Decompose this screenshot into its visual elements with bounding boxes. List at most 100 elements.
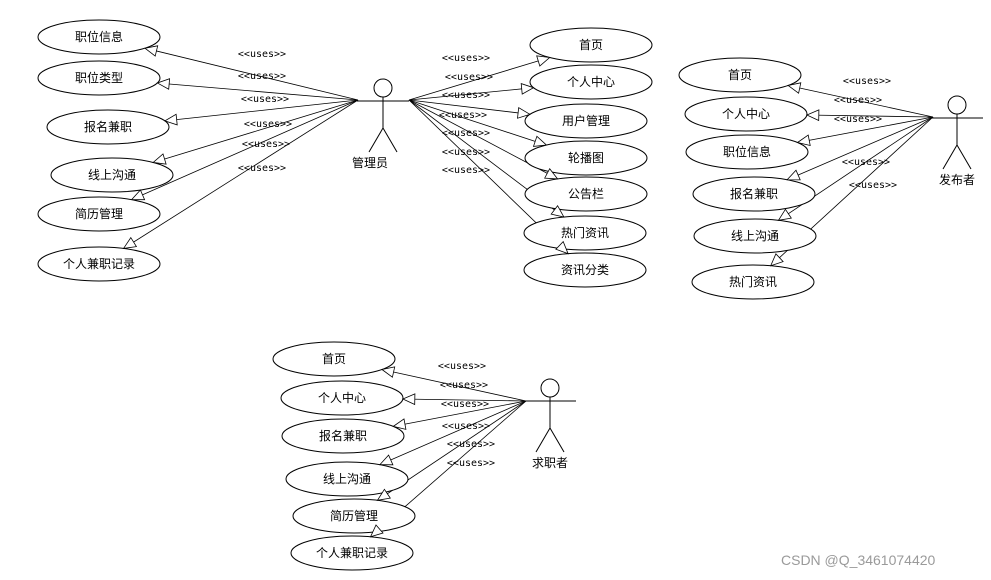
use-case-right-1: 首页 — [529, 27, 653, 63]
use-case-ellipse — [37, 246, 161, 282]
use-case-5: 线上沟通 — [693, 218, 817, 254]
use-case-ellipse — [524, 176, 648, 212]
left-link-6-arrowhead — [369, 524, 384, 538]
right-link-3-uses-label: <<uses>> — [442, 90, 490, 101]
left-link-3-arrowhead — [796, 134, 811, 147]
use-case-label: 线上沟通 — [323, 472, 371, 486]
use-case-label: 职位信息 — [75, 29, 123, 44]
right-link-1-line — [408, 57, 550, 101]
use-case-ellipse — [37, 60, 161, 96]
left-link-1-uses-label: <<uses>> — [238, 49, 286, 60]
right-link-5-uses-label: <<uses>> — [442, 128, 490, 139]
use-case-label: 用户管理 — [562, 113, 610, 128]
use-case-6: 个人兼职记录 — [290, 535, 414, 571]
use-case-ellipse — [37, 196, 161, 232]
use-case-label: 首页 — [579, 38, 603, 52]
left-link-1-line — [144, 47, 359, 101]
left-link-2-uses-label: <<uses>> — [238, 71, 286, 82]
left-link-4-line — [153, 99, 359, 163]
use-case-label: 首页 — [728, 68, 752, 82]
left-link-4-uses-label: <<uses>> — [244, 119, 292, 130]
left-link-1-line — [381, 369, 527, 402]
left-link-4-uses-label: <<uses>> — [442, 421, 490, 432]
use-case-4: 线上沟通 — [50, 157, 174, 193]
left-link-5-uses-label: <<uses>> — [242, 139, 290, 150]
left-link-2-arrowhead — [401, 393, 416, 406]
use-case-ellipse — [281, 418, 405, 454]
use-case-ellipse — [280, 380, 404, 416]
actor-figure — [524, 378, 576, 453]
left-link-5-line — [131, 99, 359, 200]
left-link-2-line — [806, 114, 934, 118]
use-case-right-4: 轮播图 — [524, 140, 648, 176]
use-case-right-6: 热门资讯 — [523, 215, 647, 251]
left-link-1-uses-label: <<uses>> — [438, 361, 486, 372]
diagram-3: <<uses>> <<uses>> <<uses>> <<uses>> <<uses>>… — [272, 341, 576, 571]
right-link-5-arrowhead — [544, 167, 559, 180]
use-case-label: 线上沟通 — [731, 229, 779, 243]
left-link-3-uses-label: <<uses>> — [441, 399, 489, 410]
use-case-label: 个人中心 — [567, 74, 615, 89]
use-case-2: 职位类型 — [37, 60, 161, 96]
actor-head — [947, 95, 967, 115]
left-link-6-uses-label: <<uses>> — [447, 458, 495, 469]
use-case-label: 个人中心 — [722, 106, 770, 121]
use-case-ellipse — [50, 157, 174, 193]
right-link-7-uses-label: <<uses>> — [442, 165, 490, 176]
left-link-1-arrowhead — [144, 45, 159, 57]
left-link-6-arrowhead — [770, 253, 784, 267]
left-link-6-arrowhead — [122, 236, 138, 249]
left-link-6-line — [123, 99, 359, 249]
right-link-2-line — [408, 87, 534, 101]
use-case-2: 个人中心 — [684, 96, 808, 132]
right-link-4-arrowhead — [532, 135, 548, 147]
use-case-ellipse — [691, 264, 815, 300]
left-link-4-arrowhead — [152, 153, 167, 165]
use-case-3: 报名兼职 — [46, 109, 170, 145]
actor-left-leg — [368, 127, 384, 153]
use-case-5: 简历管理 — [37, 196, 161, 232]
use-case-ellipse — [529, 64, 653, 100]
right-link-1-uses-label: <<uses>> — [442, 53, 490, 64]
use-case-6: 个人兼职记录 — [37, 246, 161, 282]
use-case-label: 线上沟通 — [88, 168, 136, 182]
actor-left-leg — [942, 144, 958, 170]
use-case-5: 简历管理 — [292, 498, 416, 534]
watermark: CSDN @Q_3461074420 — [781, 552, 936, 568]
left-link-3-uses-label: <<uses>> — [834, 114, 882, 125]
use-case-label: 简历管理 — [75, 206, 123, 221]
use-case-1: 首页 — [678, 57, 802, 93]
left-link-5-uses-label: <<uses>> — [447, 439, 495, 450]
use-case-ellipse — [292, 498, 416, 534]
use-case-ellipse — [523, 252, 647, 288]
left-link-4-line — [379, 400, 527, 466]
right-link-4-uses-label: <<uses>> — [439, 110, 487, 121]
use-case-3: 职位信息 — [685, 134, 809, 170]
left-link-2-line — [157, 82, 359, 101]
left-link-5-uses-label: <<uses>> — [849, 180, 897, 191]
left-link-3-line — [164, 99, 359, 122]
use-case-ellipse — [684, 96, 808, 132]
actor-right-leg — [382, 127, 398, 153]
left-link-4-uses-label: <<uses>> — [842, 157, 890, 168]
actor-figure — [931, 95, 983, 170]
actor-label: 发布者 — [939, 172, 975, 187]
use-case-6: 热门资讯 — [691, 264, 815, 300]
use-case-label: 个人兼职记录 — [316, 546, 388, 560]
left-link-3-uses-label: <<uses>> — [241, 94, 289, 105]
actor-head — [540, 378, 560, 398]
use-case-label: 热门资讯 — [561, 225, 609, 240]
use-case-ellipse — [678, 57, 802, 93]
left-link-4-arrowhead — [378, 454, 394, 466]
use-case-label: 公告栏 — [568, 186, 604, 201]
use-case-label: 职位类型 — [75, 70, 123, 85]
right-link-2-uses-label: <<uses>> — [445, 72, 493, 83]
left-link-1-arrowhead — [787, 82, 802, 94]
use-case-label: 热门资讯 — [729, 274, 777, 289]
left-link-1-arrowhead — [381, 366, 396, 378]
left-link-2-uses-label: <<uses>> — [440, 380, 488, 391]
use-case-ellipse — [523, 215, 647, 251]
right-link-1-arrowhead — [536, 55, 551, 67]
left-link-2-line — [402, 398, 527, 402]
